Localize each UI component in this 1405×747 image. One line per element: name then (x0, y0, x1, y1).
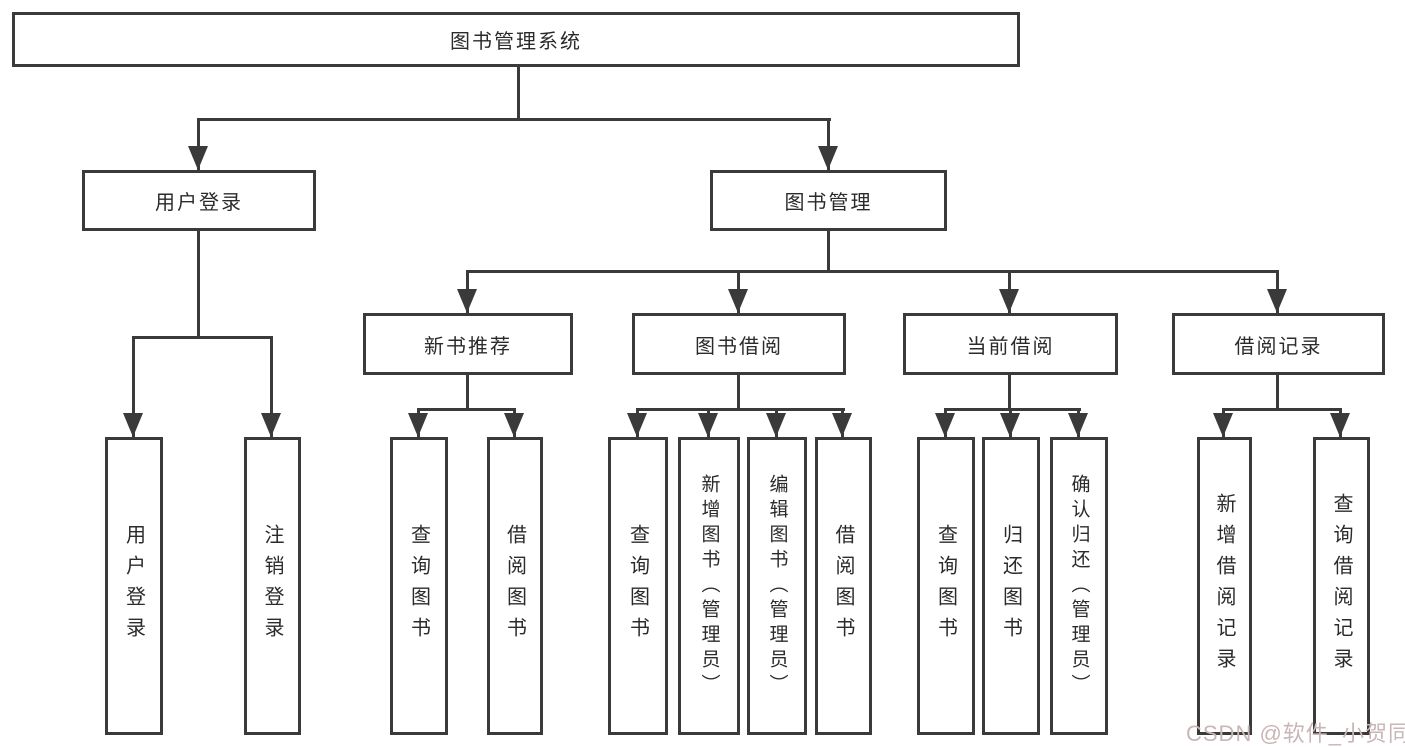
edge-book-management-branch (466, 270, 1279, 273)
arrow-into-borrow-lend (832, 408, 852, 437)
arrow-into-current-return (1000, 408, 1020, 437)
leaf-record-add: 新增借阅记录 (1197, 437, 1252, 735)
arrow-into-record-query (1330, 408, 1350, 437)
node-root-library-system: 图书管理系统 (12, 12, 1020, 67)
leaf-user-logout: 注销登录 (244, 437, 301, 735)
leaf-record-query: 查询借阅记录 (1313, 437, 1370, 735)
arrow-into-current-confirm (1068, 408, 1088, 437)
arrow-into-borrow-add (698, 408, 718, 437)
edge-record-branch (1222, 408, 1342, 411)
edge-current-branch (944, 408, 1081, 411)
edge-current-stem (1008, 375, 1011, 408)
leaf-recommend-query-books: 查询图书 (390, 437, 448, 735)
leaf-borrow-add-books-admin-label: 新增图书（管理员） (698, 473, 720, 699)
edge-borrow-branch (636, 408, 845, 411)
leaf-current-return-books: 归还图书 (982, 437, 1040, 735)
edge-recommend-branch (417, 408, 516, 411)
arrow-into-user-login (188, 118, 208, 170)
edge-recommend-stem (466, 375, 469, 408)
node-current-borrow: 当前借阅 (903, 313, 1118, 375)
leaf-current-query-books-label: 查询图书 (934, 524, 957, 648)
leaf-borrow-lend-books-label: 借阅图书 (832, 524, 854, 648)
arrow-into-book-borrow (728, 270, 748, 313)
arrow-into-record-add (1213, 408, 1233, 437)
leaf-user-logout-label: 注销登录 (261, 524, 283, 648)
node-user-login: 用户登录 (82, 170, 316, 231)
arrow-into-leaf-logout (261, 336, 281, 437)
arrow-into-leaf-login (123, 336, 143, 437)
leaf-borrow-add-books-admin: 新增图书（管理员） (678, 437, 740, 735)
leaf-recommend-borrow-books: 借阅图书 (487, 437, 543, 735)
leaf-borrow-query-books: 查询图书 (608, 437, 668, 735)
edge-user-login-stem (197, 231, 200, 337)
node-book-management: 图书管理 (710, 170, 947, 231)
arrow-into-borrow-edit (766, 408, 786, 437)
leaf-borrow-edit-books-admin: 编辑图书（管理员） (747, 437, 807, 735)
arrow-into-book-management (818, 118, 838, 170)
leaf-current-return-books-label: 归还图书 (999, 524, 1022, 648)
arrow-into-current-borrow (999, 270, 1019, 313)
leaf-current-query-books: 查询图书 (917, 437, 975, 735)
arrow-into-recommend-borrow (504, 408, 524, 437)
edge-record-stem (1276, 375, 1279, 408)
leaf-record-add-label: 新增借阅记录 (1213, 493, 1235, 679)
node-new-book-recommend: 新书推荐 (363, 313, 573, 375)
leaf-recommend-query-books-label: 查询图书 (407, 524, 430, 648)
edge-root-stem (517, 67, 520, 119)
arrow-into-borrow-query (627, 408, 647, 437)
arrow-into-borrow-record (1267, 270, 1287, 313)
leaf-current-confirm-return-admin: 确认归还（管理员） (1050, 437, 1108, 735)
edge-borrow-stem (737, 375, 740, 408)
leaf-record-query-label: 查询借阅记录 (1330, 493, 1352, 679)
leaf-borrow-query-books-label: 查询图书 (626, 524, 649, 648)
edge-user-login-branch (132, 336, 273, 339)
arrow-into-recommend-query (408, 408, 428, 437)
arrow-into-current-query (935, 408, 955, 437)
edge-book-management-stem (827, 231, 830, 271)
leaf-current-confirm-return-admin-label: 确认归还（管理员） (1068, 473, 1090, 699)
edge-root-branch (197, 118, 831, 121)
leaf-borrow-lend-books: 借阅图书 (815, 437, 872, 735)
leaf-recommend-borrow-books-label: 借阅图书 (503, 524, 526, 648)
node-borrow-record: 借阅记录 (1172, 313, 1385, 375)
arrow-into-new-book-recommend (457, 270, 477, 313)
leaf-user-login-label: 用户登录 (122, 524, 145, 648)
leaf-user-login: 用户登录 (105, 437, 163, 735)
leaf-borrow-edit-books-admin-label: 编辑图书（管理员） (766, 473, 788, 699)
csdn-watermark: CSDN @软件_小贺同学 (1186, 721, 1405, 746)
node-book-borrow: 图书借阅 (632, 313, 846, 375)
